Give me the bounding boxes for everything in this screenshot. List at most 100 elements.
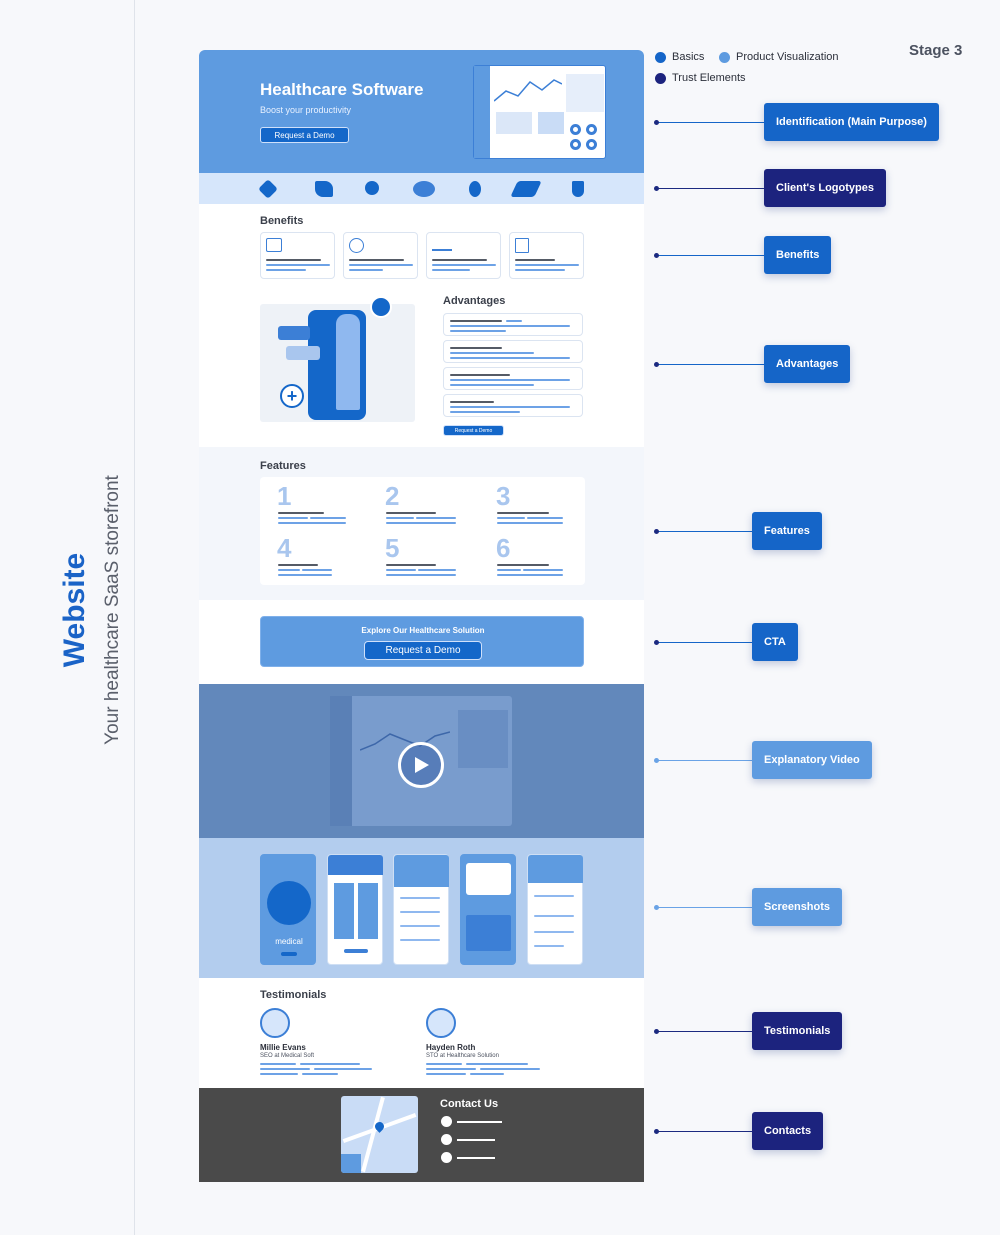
screenshot-phone — [460, 854, 516, 965]
hero-demo-button[interactable]: Request a Demo — [260, 127, 349, 143]
ring-icon — [570, 124, 581, 135]
client-logo-icon — [469, 181, 481, 197]
avatar — [260, 1008, 290, 1038]
phone-icon — [441, 1152, 452, 1163]
client-logo-icon — [413, 181, 435, 197]
hero-subtitle: Boost your productivity — [260, 105, 352, 115]
client-logo-icon — [315, 181, 333, 197]
label-features: Features — [752, 512, 822, 550]
advantages-demo-button[interactable]: Request a Demo — [443, 425, 504, 436]
feature-number: 3 — [496, 481, 511, 511]
label-screenshots: Screenshots — [752, 888, 843, 926]
clock-icon — [349, 238, 364, 253]
cta-demo-button[interactable]: Request a Demo — [364, 641, 482, 660]
legend-item-product-visualization: Product Visualization — [719, 51, 839, 63]
screenshot-phone: medical — [260, 854, 316, 965]
chart-line-icon — [494, 79, 562, 102]
screenshot-phone — [393, 854, 449, 965]
feature-number: 1 — [277, 481, 292, 511]
benefit-card — [343, 232, 418, 279]
advantage-card — [443, 313, 583, 336]
screenshot-brand: medical — [275, 937, 303, 946]
hero-title: Healthcare Software — [260, 80, 424, 99]
doctor-illustration: + — [260, 296, 415, 422]
ring-icon — [570, 139, 581, 150]
feature-number: 6 — [496, 533, 511, 563]
basics-dot-icon — [655, 51, 666, 63]
mail-icon — [441, 1134, 452, 1145]
testimonials-title: Testimonials — [260, 989, 327, 1001]
cta-banner: Explore Our Healthcare Solution Request … — [260, 616, 584, 667]
chat-bubble-icon — [286, 346, 320, 360]
screenshots-section: medical — [199, 838, 644, 978]
legend-label: Trust Elements — [672, 72, 746, 84]
vertical-divider — [134, 0, 135, 1235]
label-benefits: Benefits — [764, 236, 832, 274]
team-icon — [432, 239, 452, 251]
location-icon — [441, 1116, 452, 1127]
advantage-card — [443, 394, 583, 417]
features-title: Features — [260, 460, 306, 472]
bar-widget — [538, 112, 564, 134]
testimonial-role: STO at Healthcare Solution — [426, 1053, 499, 1059]
label-contacts: Contacts — [752, 1112, 824, 1150]
side-title: Website — [58, 552, 91, 668]
website-mockup: Healthcare Software Boost your productiv… — [199, 50, 644, 1182]
connector-line — [654, 758, 752, 763]
stage-label: Stage 3 — [909, 42, 963, 59]
side-subtitle: Your healthcare SaaS storefront — [102, 475, 123, 745]
connector-line — [654, 186, 764, 191]
video-chart-line-icon — [360, 731, 450, 751]
label-testimonials: Testimonials — [752, 1012, 843, 1050]
video-calendar — [458, 710, 508, 768]
connector-line — [654, 253, 764, 258]
advantage-card — [443, 340, 583, 363]
client-logos-strip — [199, 173, 644, 204]
label-explanatory-video: Explanatory Video — [752, 741, 872, 779]
hospital-icon — [515, 238, 529, 253]
checklist-icon — [266, 238, 282, 252]
feature-number: 2 — [385, 481, 400, 511]
benefits-advantages-section: Benefits — [199, 204, 644, 447]
grid-widget — [496, 112, 532, 134]
screenshot-phone — [527, 854, 583, 965]
benefits-title: Benefits — [260, 215, 304, 227]
ring-icon — [586, 124, 597, 135]
label-identification: Identification (Main Purpose) — [764, 103, 939, 141]
avatar — [426, 1008, 456, 1038]
chat-bubble-icon — [278, 326, 310, 340]
doctor-avatar-icon — [267, 881, 311, 925]
connector-line — [654, 362, 764, 367]
play-triangle-icon — [415, 757, 429, 773]
label-client-logotypes: Client's Logotypes — [764, 169, 886, 207]
connector-line — [654, 905, 752, 910]
heart-pulse-icon — [370, 296, 392, 318]
advantage-card — [443, 367, 583, 390]
video-sidebar — [330, 696, 352, 826]
feature-number: 5 — [385, 533, 400, 563]
connector-line — [654, 640, 752, 645]
client-logo-icon — [510, 181, 542, 197]
product-visualization-dot-icon — [719, 51, 730, 63]
trust-elements-dot-icon — [655, 72, 666, 84]
hero-section: Healthcare Software Boost your productiv… — [199, 50, 644, 173]
testimonial-name: Hayden Roth — [426, 1043, 476, 1052]
features-panel: 1 2 3 4 5 6 — [260, 477, 585, 585]
connector-line — [654, 1129, 752, 1134]
testimonial-role: SEO at Medical Soft — [260, 1053, 315, 1059]
feature-number: 4 — [277, 533, 292, 563]
legend-item-basics: Basics — [655, 51, 704, 63]
play-button-icon[interactable] — [398, 742, 444, 788]
contacts-title: Contact Us — [440, 1098, 499, 1110]
ring-widgets — [570, 124, 600, 152]
screenshot-phone — [327, 854, 383, 965]
legend-label: Basics — [672, 51, 705, 63]
map-preview — [341, 1096, 418, 1173]
label-cta: CTA — [752, 623, 798, 661]
cta-section: Explore Our Healthcare Solution Request … — [199, 600, 644, 684]
connector-line — [654, 120, 764, 125]
client-logo-icon — [258, 179, 278, 199]
advantages-title: Advantages — [443, 295, 506, 307]
cta-text: Explore Our Healthcare Solution — [361, 626, 485, 635]
contacts-section: Contact Us — [199, 1088, 644, 1182]
